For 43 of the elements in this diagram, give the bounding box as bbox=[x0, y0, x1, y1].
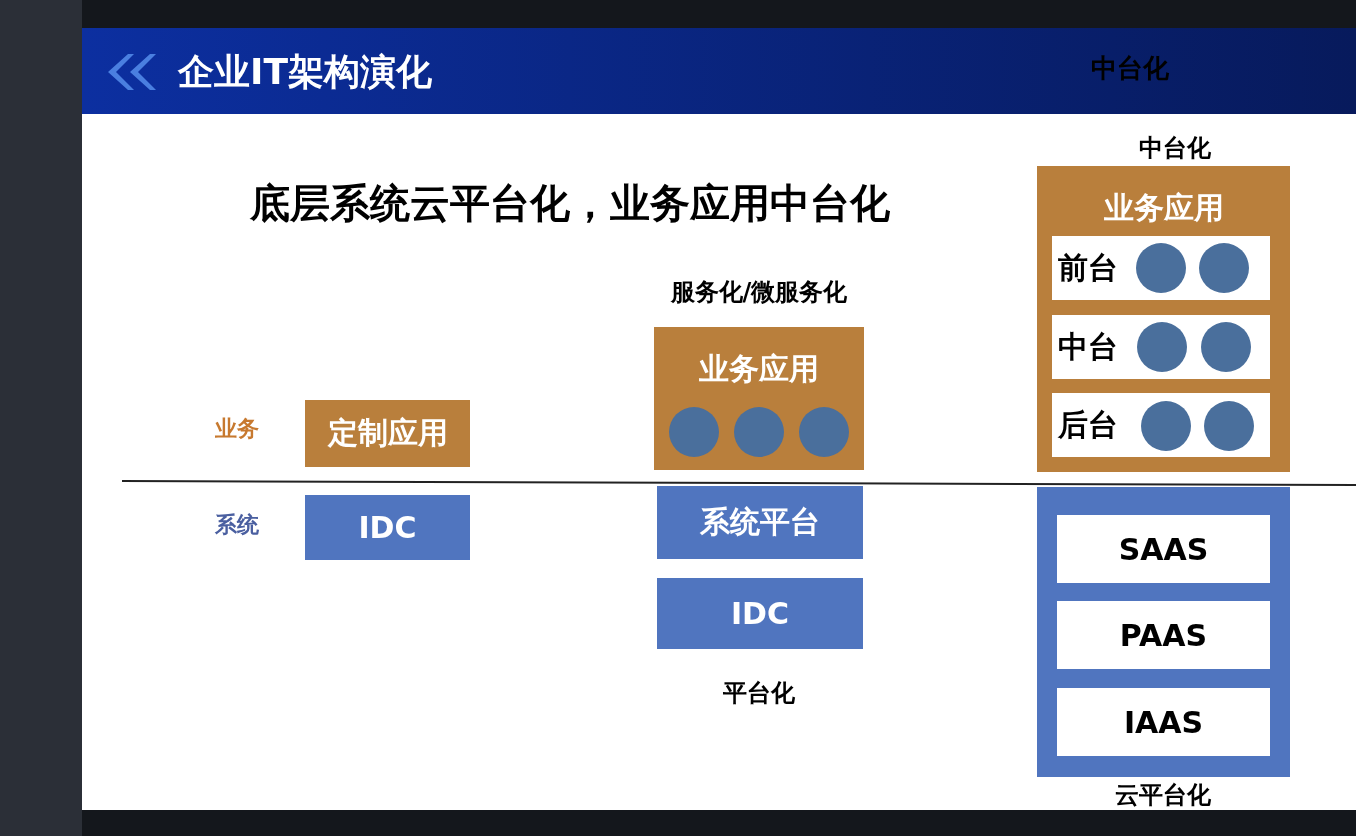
layer-row bbox=[1052, 315, 1270, 379]
slide-title: 企业IT架构演化 bbox=[178, 49, 432, 94]
service-circle bbox=[799, 407, 849, 457]
service-circle bbox=[669, 407, 719, 457]
header-note: 中台化 bbox=[1091, 51, 1169, 85]
cloud-layer-box bbox=[1057, 601, 1270, 669]
panel-heading: 业务应用 bbox=[699, 350, 819, 388]
service-circle bbox=[1201, 322, 1251, 372]
column-caption: 云平台化 bbox=[1115, 780, 1211, 811]
service-circle bbox=[1204, 401, 1254, 451]
box-label: SAAS bbox=[1118, 531, 1209, 567]
cloud-layer-box bbox=[1057, 515, 1270, 583]
cloud-layer-box bbox=[1057, 688, 1270, 756]
layer-label: 系统 bbox=[215, 511, 259, 539]
service-circle bbox=[1136, 243, 1186, 293]
box-label: IDC bbox=[730, 596, 790, 631]
service-circle bbox=[1199, 243, 1249, 293]
box-label: 前台 bbox=[1058, 248, 1118, 287]
box-label: IDC bbox=[358, 510, 417, 545]
system-box bbox=[657, 578, 863, 649]
application-panel bbox=[1037, 166, 1290, 472]
application-box bbox=[305, 400, 470, 467]
panel-heading: 业务应用 bbox=[1103, 189, 1224, 227]
column-caption: 平台化 bbox=[723, 678, 795, 709]
service-circle bbox=[1141, 401, 1191, 451]
box-label: 系统平台 bbox=[700, 503, 820, 541]
platform-frame bbox=[1037, 487, 1290, 777]
box-label: 定制应用 bbox=[327, 414, 448, 452]
system-box bbox=[305, 495, 470, 560]
box-label: 中台 bbox=[1058, 327, 1118, 366]
system-box bbox=[657, 486, 863, 559]
box-label: IAAS bbox=[1123, 704, 1204, 740]
service-circle bbox=[734, 407, 784, 457]
layer-label: 业务 bbox=[215, 415, 259, 443]
column-caption: 中台化 bbox=[1139, 133, 1211, 164]
layer-row bbox=[1052, 393, 1270, 457]
layer-row bbox=[1052, 236, 1270, 300]
application-panel bbox=[654, 327, 864, 470]
box-label: PAAS bbox=[1119, 617, 1208, 653]
service-circle bbox=[1137, 322, 1187, 372]
subtitle: 底层系统云平台化，业务应用中台化 bbox=[250, 178, 890, 228]
column-caption: 服务化/微服务化 bbox=[670, 277, 848, 308]
box-label: 后台 bbox=[1058, 405, 1118, 444]
